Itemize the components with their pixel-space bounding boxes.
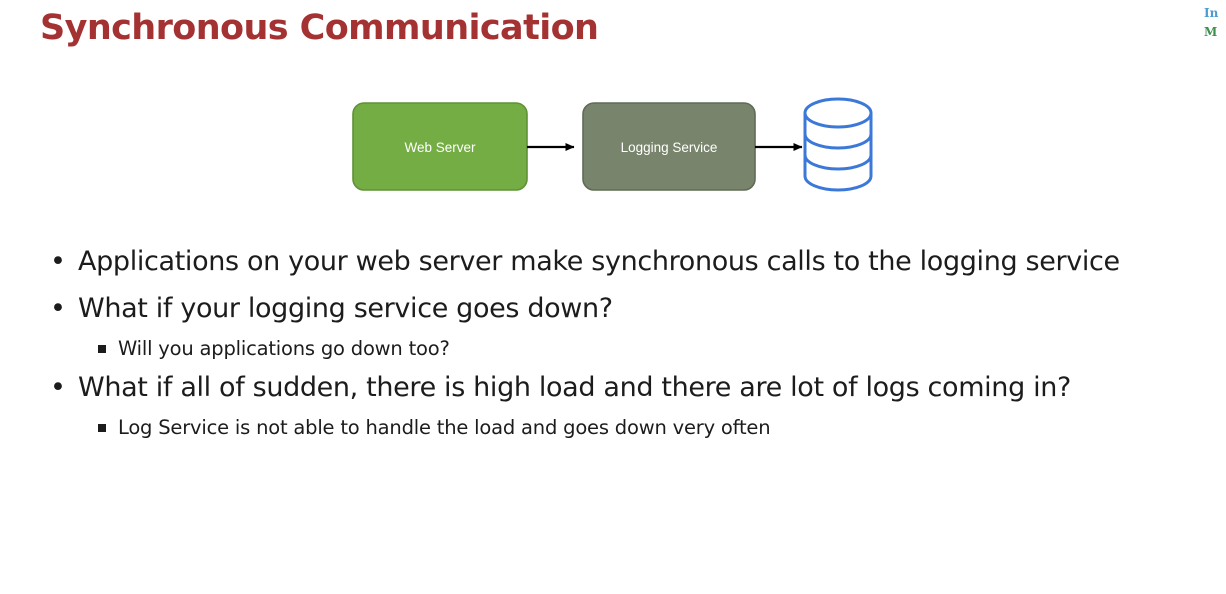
web-server-label: Web Server — [404, 140, 476, 155]
bullet-text: What if all of sudden, there is high loa… — [78, 372, 1071, 404]
bullet-marker-dot: • — [50, 246, 66, 277]
bullet-marker-square — [98, 424, 106, 433]
page-title: Synchronous Communication — [40, 8, 599, 48]
corner-note-line-2: M — [1204, 25, 1218, 39]
database-icon — [803, 97, 873, 192]
bullet-marker-dot: • — [50, 292, 66, 324]
corner-note-line-1: In — [1204, 6, 1219, 20]
bullet-text: Applications on your web server make syn… — [78, 246, 1120, 277]
sub-bullet-text: Log Service is not able to handle the lo… — [118, 416, 771, 440]
sub-bullet-text: Will you applications go down too? — [118, 336, 450, 360]
bullet-item: • What if your logging service goes down… — [36, 287, 1196, 332]
sub-bullet-item: Log Service is not able to handle the lo… — [36, 412, 1196, 444]
corner-note: In M — [1204, 4, 1226, 42]
bullet-item: • Applications on your web server make s… — [36, 240, 1196, 285]
bullet-text: What if your logging service goes down? — [78, 292, 613, 324]
bullet-item: • What if all of sudden, there is high l… — [36, 366, 1196, 411]
bullet-marker-square — [98, 344, 106, 353]
diagram-node-web-server: Web Server — [352, 102, 528, 191]
architecture-diagram: Web Server Logging Service — [345, 93, 890, 200]
bullet-list: • Applications on your web server make s… — [36, 240, 1196, 444]
logging-service-label: Logging Service — [621, 140, 718, 155]
diagram-node-logging-service: Logging Service — [582, 102, 756, 191]
sub-bullet-item: Will you applications go down too? — [36, 333, 1196, 365]
bullet-marker-dot: • — [50, 372, 66, 404]
